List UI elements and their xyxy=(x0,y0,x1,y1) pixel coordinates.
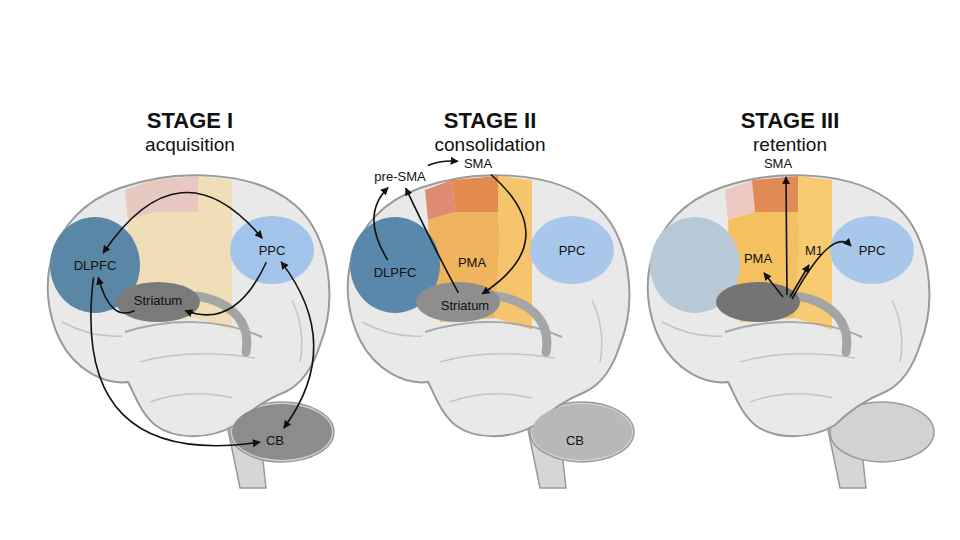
region-label: DLPFC xyxy=(371,263,420,282)
stage-subtitle: consolidation xyxy=(340,134,640,156)
stage-subtitle: acquisition xyxy=(40,134,340,156)
region-label: DLPFC xyxy=(71,256,120,275)
region-label: PPC xyxy=(556,241,589,260)
stage-title: STAGE I xyxy=(40,108,340,134)
region-label: CB xyxy=(563,431,587,450)
region-label: PPC xyxy=(856,241,889,260)
region-name: pre-SMA xyxy=(374,169,425,184)
stage-panel: STAGE IIIretentionSMA PMA M1 PPC xyxy=(640,108,940,508)
region-name: PPC xyxy=(559,243,586,258)
region-label: PPC xyxy=(256,241,289,260)
region-name: PPC xyxy=(259,243,286,258)
pathway-arrow xyxy=(374,188,388,260)
brain-stage-two xyxy=(348,175,634,488)
region-name: PMA xyxy=(458,255,486,270)
pathway-arrow xyxy=(482,174,526,293)
region-label: CB xyxy=(263,431,287,450)
brain-stage-three xyxy=(648,175,934,488)
region-label: PMA xyxy=(455,253,489,272)
region-label: SMA xyxy=(761,154,795,173)
stage-panel: STAGE IacquisitionDLPFC PPC StriatumCB xyxy=(40,108,340,508)
region-name: DLPFC xyxy=(74,258,117,273)
region-name: CB xyxy=(266,433,284,448)
region-name: Striatum xyxy=(441,298,489,313)
region-label: M1 xyxy=(802,241,826,260)
region-label: SMA xyxy=(461,154,495,173)
region-label: PMA xyxy=(741,249,775,268)
region-name: SMA xyxy=(464,156,492,171)
stage-title: STAGE III xyxy=(640,108,940,134)
stage-subtitle: retention xyxy=(640,134,940,156)
region-name: M1 xyxy=(805,243,823,258)
pathway-arrow xyxy=(428,161,458,165)
pathway-arrow xyxy=(91,277,260,445)
region-label: Striatum xyxy=(438,296,492,315)
pathway-arrow xyxy=(281,262,314,428)
region-name: PMA xyxy=(744,251,772,266)
region-name: Striatum xyxy=(134,293,182,308)
stage-panel: STAGE IIconsolidation pre-SMA SMA DLPFC PMA P… xyxy=(340,108,640,508)
region-name: PPC xyxy=(859,243,886,258)
pathway-arrow xyxy=(185,262,266,315)
region-label: pre-SMA xyxy=(371,167,428,186)
region-name: DLPFC xyxy=(374,265,417,280)
region-label: Striatum xyxy=(131,291,185,310)
pathway-arrow xyxy=(103,193,262,253)
stage-title: STAGE II xyxy=(340,108,640,134)
pathway-arrow xyxy=(98,277,134,313)
brain-stage-one xyxy=(48,175,334,488)
region-name: SMA xyxy=(764,156,792,171)
region-name: CB xyxy=(566,433,584,448)
